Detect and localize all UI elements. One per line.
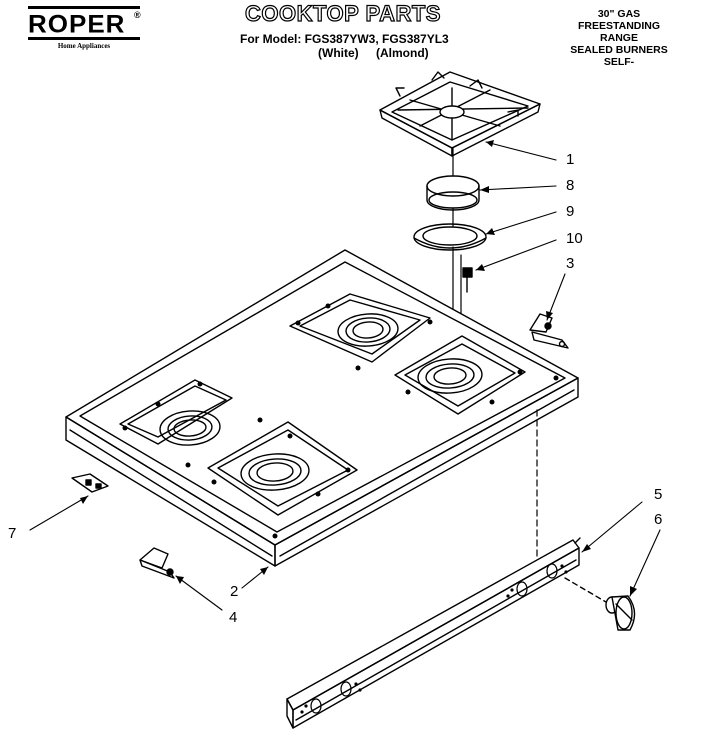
leader-lines xyxy=(29,141,661,611)
callout-10: 10 xyxy=(566,230,583,247)
callout-7: 7 xyxy=(8,525,17,542)
callout-5: 5 xyxy=(654,486,663,503)
callout-4: 4 xyxy=(229,609,238,626)
arrowhead-8 xyxy=(480,186,489,193)
arrowhead-3 xyxy=(546,311,553,320)
leader-arrowheads xyxy=(80,140,637,596)
spec-block: 30" GAS FREESTANDING RANGE SEALED BURNER… xyxy=(544,8,694,68)
burner-ring xyxy=(413,223,487,251)
leader-7 xyxy=(29,495,89,531)
leader-10 xyxy=(475,239,557,271)
leader-9 xyxy=(485,211,557,235)
cooktop-panel xyxy=(65,249,579,567)
callout-9: 9 xyxy=(566,203,575,220)
leader-6 xyxy=(629,529,661,597)
mounting-screw xyxy=(462,267,473,293)
variant-almond: (Almond) xyxy=(376,46,429,60)
spec-line: FREESTANDING xyxy=(577,20,661,32)
arrowhead-4 xyxy=(176,576,184,584)
arrowhead-10 xyxy=(476,264,485,271)
arrowhead-7 xyxy=(80,496,88,504)
spec-line: 30" GAS xyxy=(597,8,641,20)
callout-8: 8 xyxy=(566,177,575,194)
small-bracket xyxy=(71,473,109,493)
arrowhead-6 xyxy=(630,586,637,596)
leader-1 xyxy=(485,141,557,161)
spec-line: RANGE xyxy=(600,32,638,44)
arrowhead-5 xyxy=(582,544,591,552)
model-line: For Model: FGS387YW3, FGS387YL3 xyxy=(240,32,449,46)
callout-1: 1 xyxy=(566,151,575,168)
right-hinge-bracket xyxy=(529,313,569,349)
roper-logo: ROPER Home Appliances xyxy=(28,6,140,50)
brand-tagline: Home Appliances xyxy=(57,42,111,50)
leader-8 xyxy=(479,185,557,191)
logo-rule xyxy=(28,6,140,9)
arrowhead-9 xyxy=(486,228,495,235)
callout-2: 2 xyxy=(230,583,239,600)
leader-5 xyxy=(581,501,643,553)
spec-line: SELF- xyxy=(603,56,635,68)
callout-3: 3 xyxy=(566,255,575,272)
burner-grate xyxy=(379,71,541,157)
leader-4 xyxy=(175,575,223,611)
arrowhead-2 xyxy=(260,567,268,575)
logo-rule-bottom xyxy=(28,37,140,40)
burner-cap xyxy=(426,175,480,211)
spec-line: SEALED BURNERS xyxy=(570,44,668,56)
page-title: COOKTOP PARTS xyxy=(244,0,441,26)
variant-white: (White) xyxy=(318,46,359,60)
callout-6: 6 xyxy=(654,511,663,528)
left-hinge-bracket xyxy=(139,547,175,579)
control-panel xyxy=(286,537,581,729)
registered-mark: ® xyxy=(134,10,141,20)
control-knob xyxy=(564,577,636,631)
arrowhead-1 xyxy=(486,140,494,147)
color-variants: (White) (Almond) xyxy=(318,46,443,60)
brand-name: ROPER xyxy=(28,9,126,39)
